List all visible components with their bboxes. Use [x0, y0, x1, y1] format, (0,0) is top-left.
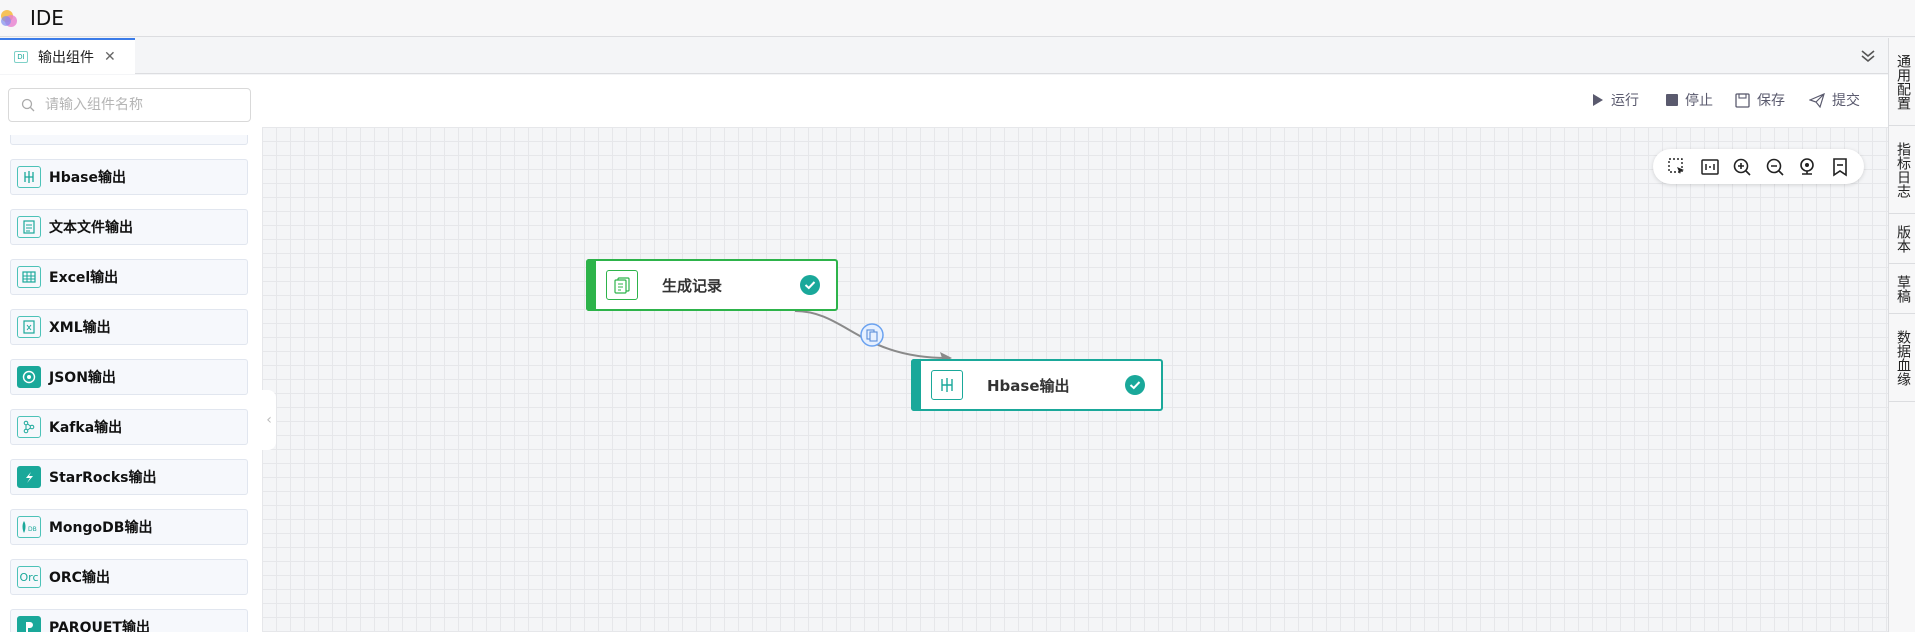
right-rail: 通用配置 指标日志 版本 草稿 数据血缘	[1888, 38, 1915, 632]
tab-output-components[interactable]: DI 输出组件 ✕	[0, 38, 135, 74]
hbase-icon	[931, 370, 963, 400]
play-icon	[1593, 94, 1603, 106]
save-button[interactable]: 保存	[1735, 90, 1785, 110]
list-item[interactable]: Orc ORC输出	[10, 559, 248, 595]
tab-badge: DI	[14, 51, 28, 63]
zoom-in-icon[interactable]	[1730, 155, 1754, 179]
list-item-label: Hbase输出	[49, 170, 127, 186]
node-generate-record[interactable]: 生成记录	[586, 259, 838, 311]
list-item-label: MongoDB输出	[49, 520, 153, 536]
list-item-label: 文本文件输出	[49, 220, 133, 236]
app-title: IDE	[30, 6, 64, 30]
run-label: 运行	[1611, 93, 1639, 109]
canvas-toolbar: 运行 停止 保存 提交	[262, 75, 1888, 127]
tab-bar: DI 输出组件 ✕	[0, 38, 1888, 74]
list-item-label: Excel输出	[49, 270, 119, 286]
hbase-icon	[17, 166, 41, 188]
search-box	[8, 88, 251, 122]
rail-item-draft[interactable]: 草稿	[1889, 264, 1915, 314]
success-check-icon	[1125, 375, 1145, 395]
minimap-icon[interactable]	[1828, 155, 1852, 179]
list-item-label: XML输出	[49, 320, 111, 336]
list-item-label: PARQUET输出	[49, 620, 150, 632]
component-list: Hbase输出 文本文件输出 Excel输出 XML输出	[10, 135, 248, 632]
send-icon	[1809, 92, 1825, 108]
zoom-out-icon[interactable]	[1763, 155, 1787, 179]
submit-label: 提交	[1832, 93, 1860, 109]
node-label: Hbase输出	[987, 376, 1070, 395]
run-button[interactable]: 运行	[1592, 90, 1639, 110]
list-item[interactable]: JSON输出	[10, 359, 248, 395]
node-status-bar	[586, 259, 596, 311]
list-item[interactable]: Excel输出	[10, 259, 248, 295]
success-check-icon	[800, 275, 820, 295]
title-bar: IDE	[0, 0, 1915, 37]
locate-icon[interactable]	[1795, 155, 1819, 179]
node-status-bar	[911, 359, 921, 411]
list-item[interactable]: DB MongoDB输出	[10, 509, 248, 545]
fit-view-icon[interactable]	[1698, 155, 1722, 179]
list-item-partial[interactable]	[10, 135, 248, 145]
rail-item-general-config[interactable]: 通用配置	[1889, 38, 1915, 126]
submit-button[interactable]: 提交	[1809, 90, 1860, 110]
orc-icon: Orc	[17, 566, 41, 588]
stop-label: 停止	[1685, 93, 1713, 109]
component-sidebar: Hbase输出 文本文件输出 Excel输出 XML输出	[0, 75, 262, 632]
mongodb-icon: DB	[17, 516, 41, 538]
box-select-icon[interactable]	[1665, 155, 1689, 179]
search-input[interactable]	[45, 97, 235, 113]
json-icon	[17, 366, 41, 388]
list-item-label: ORC输出	[49, 570, 110, 586]
chevron-double-down-icon[interactable]	[1858, 46, 1878, 66]
kafka-icon	[17, 416, 41, 438]
node-label: 生成记录	[662, 276, 723, 295]
list-item[interactable]: PARQUET输出	[10, 609, 248, 632]
xml-icon	[17, 316, 41, 338]
list-item[interactable]: XML输出	[10, 309, 248, 345]
stop-button[interactable]: 停止	[1666, 90, 1713, 110]
list-item[interactable]: Hbase输出	[10, 159, 248, 195]
save-icon	[1735, 92, 1750, 108]
canvas-tools	[1653, 149, 1864, 184]
main-area: Hbase输出 文本文件输出 Excel输出 XML输出	[0, 75, 1888, 632]
tab-label: 输出组件	[38, 50, 94, 66]
parquet-icon	[17, 616, 41, 632]
save-label: 保存	[1757, 93, 1785, 109]
generate-record-icon	[606, 270, 638, 300]
rail-item-version[interactable]: 版本	[1889, 214, 1915, 264]
excel-table-icon	[17, 266, 41, 288]
text-file-icon	[17, 216, 41, 238]
list-item[interactable]: 文本文件输出	[10, 209, 248, 245]
flower-logo-icon	[1, 10, 17, 27]
svg-text:DB: DB	[28, 526, 37, 533]
collapse-sidebar-chevron-left-icon[interactable]: ‹	[262, 390, 276, 450]
node-hbase-output[interactable]: Hbase输出	[911, 359, 1163, 411]
list-item-label: JSON输出	[49, 370, 116, 386]
list-item[interactable]: StarRocks输出	[10, 459, 248, 495]
close-icon[interactable]: ✕	[104, 49, 116, 65]
list-item-label: Kafka输出	[49, 420, 123, 436]
list-item[interactable]: Kafka输出	[10, 409, 248, 445]
starrocks-icon	[17, 466, 41, 488]
list-item-label: StarRocks输出	[49, 470, 157, 486]
rail-item-data-lineage[interactable]: 数据血缘	[1889, 314, 1915, 402]
search-icon	[21, 98, 35, 112]
rail-item-metric-log[interactable]: 指标日志	[1889, 126, 1915, 214]
stop-icon	[1666, 94, 1678, 106]
